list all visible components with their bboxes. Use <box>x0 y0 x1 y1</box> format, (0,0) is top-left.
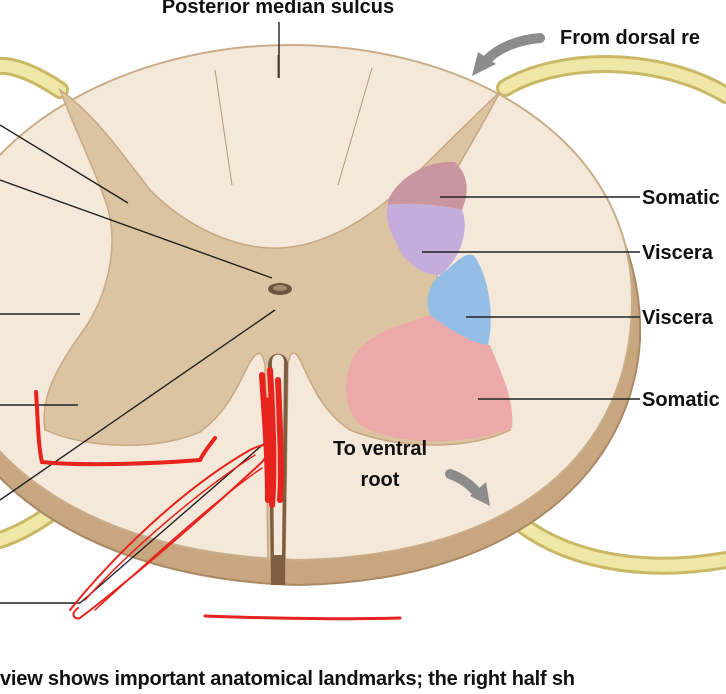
somatic-motor-zone <box>346 315 513 442</box>
visceral-motor-zone <box>427 254 491 345</box>
label-from-dorsal-root: From dorsal re <box>560 27 700 49</box>
visceral-sensory-zone <box>386 203 465 275</box>
label-somatic-motor: Somatic <box>642 389 720 411</box>
red-annotations <box>34 367 402 621</box>
label-to-ventral: To ventral <box>333 438 427 460</box>
label-visceral-sensory: Viscera <box>642 242 714 264</box>
dorsal-arrow-icon <box>480 33 545 67</box>
septum-line-right <box>337 67 373 186</box>
somatic-sensory-zone <box>388 161 467 210</box>
label-somatic-sensory: Somatic <box>642 187 720 209</box>
label-posterior-median-sulcus: Posterior median sulcus <box>162 0 394 18</box>
label-root: root <box>361 469 400 491</box>
septum-line-left <box>214 69 233 186</box>
figure-caption: view shows important anatomical landmark… <box>0 668 575 690</box>
label-visceral-motor: Viscera <box>642 307 714 329</box>
